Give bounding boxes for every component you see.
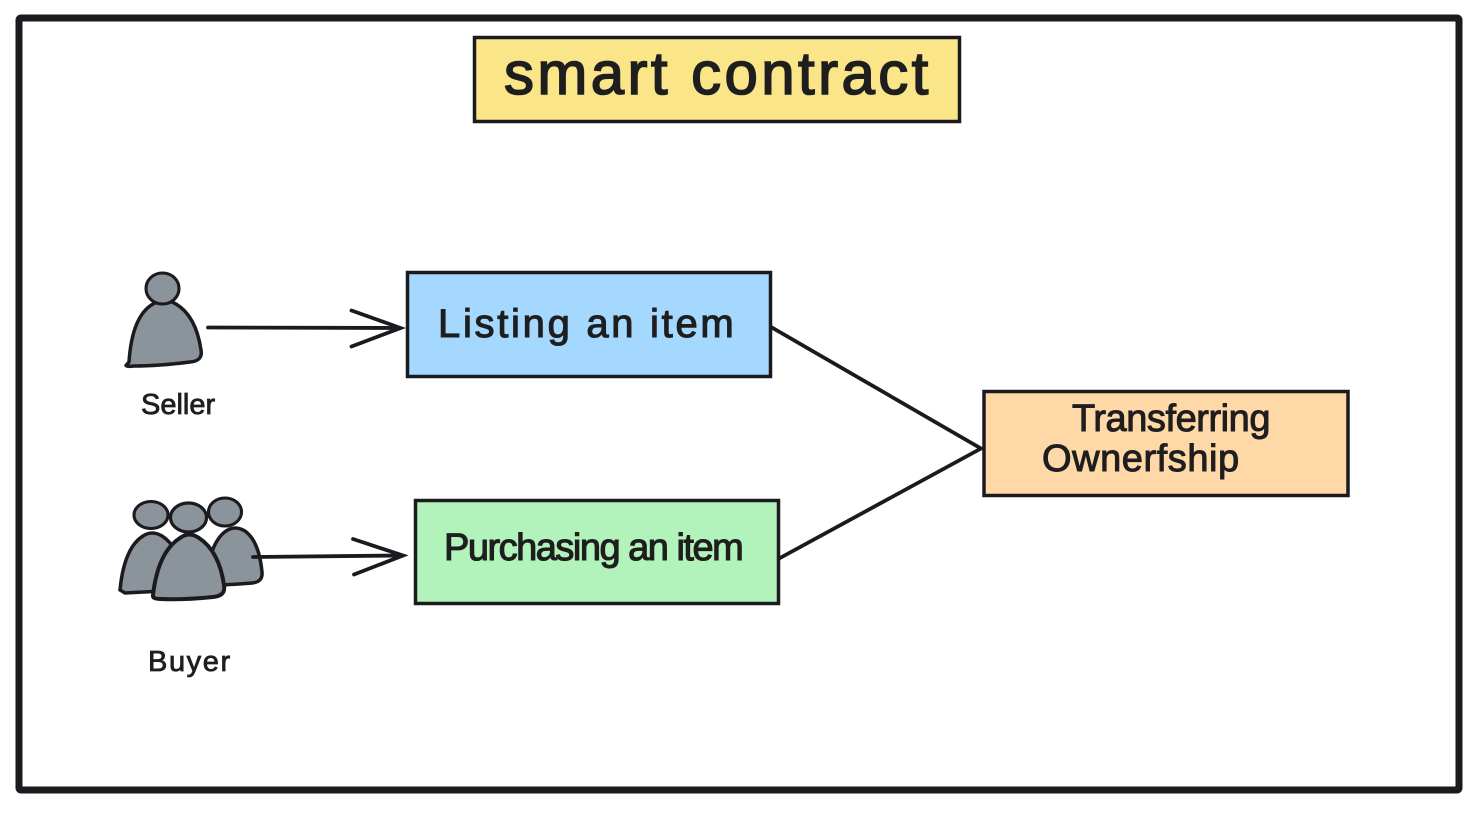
svg-text:Seller: Seller xyxy=(141,389,215,421)
svg-text:Purchasing an item: Purchasing an item xyxy=(444,527,742,569)
svg-text:Buyer: Buyer xyxy=(148,646,232,678)
svg-text:Transferring: Transferring xyxy=(1072,398,1270,440)
svg-text:smart contract: smart contract xyxy=(504,40,932,107)
svg-text:Listing an item: Listing an item xyxy=(438,302,736,346)
svg-text:Ownerfship: Ownerfship xyxy=(1042,438,1240,480)
